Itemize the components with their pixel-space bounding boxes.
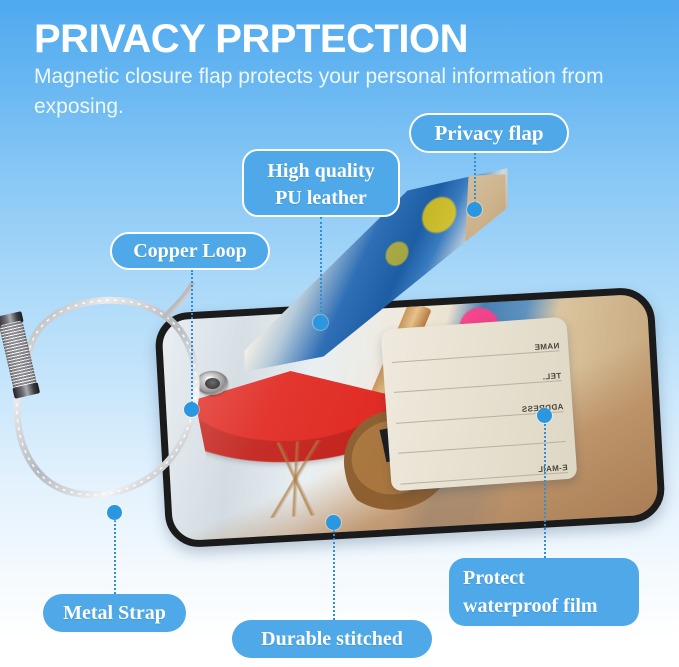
- card-row: NAME: [390, 326, 560, 363]
- card-field-label: NAME: [533, 340, 560, 352]
- card-row: TEL.: [392, 356, 562, 394]
- steel-cable-strap: [13, 282, 200, 499]
- card-row: E-MAIL: [398, 448, 569, 485]
- callout-label: Copper Loop: [133, 240, 247, 262]
- copper-grommet: [196, 371, 228, 395]
- card-row: [396, 417, 566, 455]
- callout-label: High quality: [267, 160, 375, 182]
- callout-copper-loop[interactable]: Copper Loop: [110, 232, 270, 270]
- connector-durable-stitched: [333, 525, 335, 620]
- card-field-label: TEL.: [542, 371, 562, 382]
- callout-privacy-flap[interactable]: Privacy flap: [409, 113, 569, 153]
- anchor-dot-privacy-flap: [467, 202, 482, 217]
- callout-label: Durable stitched: [261, 628, 403, 650]
- connector-copper-loop: [191, 270, 193, 407]
- anchor-dot-metal-strap: [107, 505, 122, 520]
- contact-info-card: NAME TEL. ADDRESS E-MAIL: [380, 316, 578, 492]
- cable-tail: [162, 282, 195, 319]
- callout-label: Protect: [463, 567, 525, 589]
- connector-pu-leather: [320, 217, 322, 320]
- cable-braid-texture: [16, 299, 197, 496]
- callout-label: waterproof film: [463, 595, 598, 617]
- luggage-tag-illustration: NAME TEL. ADDRESS E-MAIL: [150, 195, 670, 549]
- cable-ring: [13, 296, 200, 499]
- grommet-hole: [204, 377, 220, 389]
- page-title: PRIVACY PRPTECTION: [34, 17, 469, 61]
- anchor-dot-waterproof-film: [537, 408, 552, 423]
- anchor-dot-durable-stitched: [326, 515, 341, 530]
- callout-durable-stitched[interactable]: Durable stitched: [232, 620, 432, 658]
- card-field-label: E-MAIL: [537, 462, 568, 475]
- anchor-dot-pu-leather: [313, 315, 328, 330]
- callout-label: PU leather: [275, 187, 367, 209]
- anchor-dot-copper-loop: [184, 402, 199, 417]
- callout-label: Metal Strap: [63, 602, 166, 624]
- callout-label: Privacy flap: [434, 121, 544, 145]
- callout-metal-strap[interactable]: Metal Strap: [43, 594, 186, 632]
- page-subtitle: Magnetic closure flap protects your pers…: [34, 65, 604, 118]
- connector-metal-strap: [114, 513, 116, 594]
- callout-pu-leather[interactable]: High quality PU leather: [242, 149, 400, 217]
- contact-card-rows: NAME TEL. ADDRESS E-MAIL: [381, 317, 578, 492]
- connector-waterproof-film: [544, 415, 546, 558]
- callout-waterproof-film[interactable]: Protect waterproof film: [449, 558, 639, 626]
- connector-privacy-flap: [474, 153, 476, 207]
